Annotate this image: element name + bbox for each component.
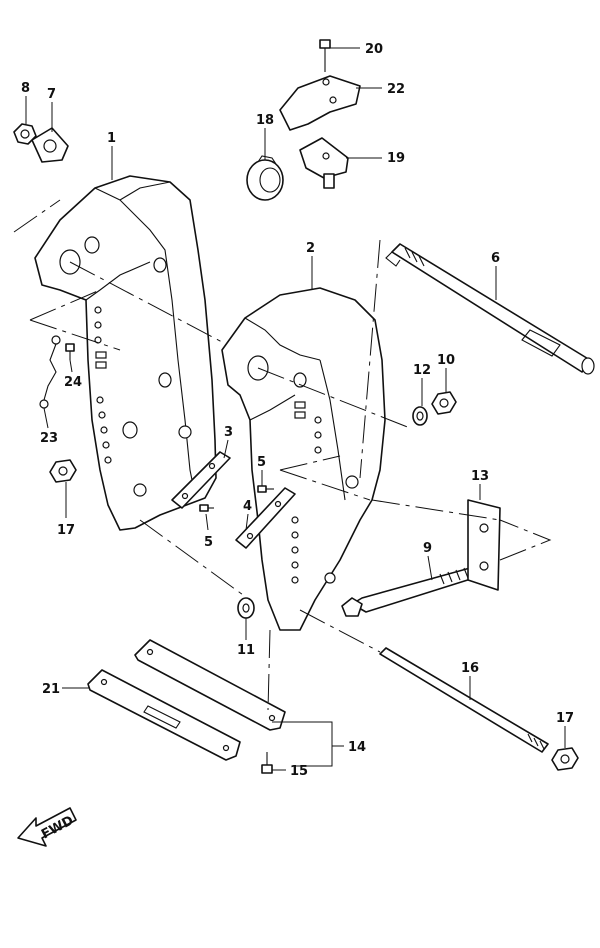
nut-17-right [551, 747, 579, 771]
plate-3 [171, 451, 231, 509]
callout-18: 18 [256, 113, 274, 128]
callout-9: 9 [423, 541, 432, 556]
clamp-bracket-right [221, 287, 386, 631]
nut-8 [13, 123, 37, 145]
washer-12 [412, 406, 428, 426]
callout-6: 6 [491, 251, 500, 266]
callout-17-right: 17 [556, 711, 574, 726]
callout-15: 15 [290, 764, 308, 779]
bracket-19 [299, 137, 349, 189]
pad-21 [87, 669, 241, 761]
callout-21: 21 [42, 682, 60, 697]
callout-22: 22 [387, 82, 405, 97]
callout-13: 13 [471, 469, 489, 484]
plate-7 [31, 127, 69, 163]
callout-14: 14 [348, 740, 366, 755]
callout-10: 10 [437, 353, 455, 368]
callout-19: 19 [387, 151, 405, 166]
assembly-lines [13, 199, 552, 711]
callout-3: 3 [224, 425, 233, 440]
bolt-15 [261, 752, 273, 774]
callout-20: 20 [365, 42, 383, 57]
callout-1: 1 [107, 131, 116, 146]
callout-17-left: 17 [57, 523, 75, 538]
callout-8: 8 [21, 81, 30, 96]
leader-lines [25, 47, 566, 771]
callout-12: 12 [413, 363, 431, 378]
fwd-arrow-icon: FWD [17, 807, 77, 847]
nut-17-left [49, 459, 77, 483]
bolt-9 [341, 567, 475, 617]
plate-4 [235, 487, 296, 549]
callout-7: 7 [47, 87, 56, 102]
callout-5-lower: 5 [204, 535, 213, 550]
washer-11 [237, 597, 255, 619]
nut-10 [431, 391, 457, 415]
callout-labels: 1 2 3 4 5 5 6 7 8 9 10 11 12 13 14 15 16… [21, 42, 574, 779]
cover-22 [279, 75, 361, 131]
clamp-bracket-left [34, 175, 217, 531]
bolt-24 [65, 343, 75, 360]
callout-5-upper: 5 [257, 455, 266, 470]
bolt-20 [319, 39, 331, 72]
pad-14 [134, 639, 286, 731]
plate-13 [467, 499, 501, 591]
callout-24: 24 [64, 375, 82, 390]
grommet-18 [246, 155, 284, 201]
bolt-5-lower [199, 504, 214, 512]
callout-2: 2 [306, 241, 315, 256]
clamp-shaft [385, 243, 595, 375]
callout-11: 11 [237, 643, 255, 658]
shaft-16 [379, 647, 549, 753]
ground-wire-23 [39, 335, 61, 409]
callout-4: 4 [243, 499, 252, 514]
callout-16: 16 [461, 661, 479, 676]
callout-23: 23 [40, 431, 58, 446]
